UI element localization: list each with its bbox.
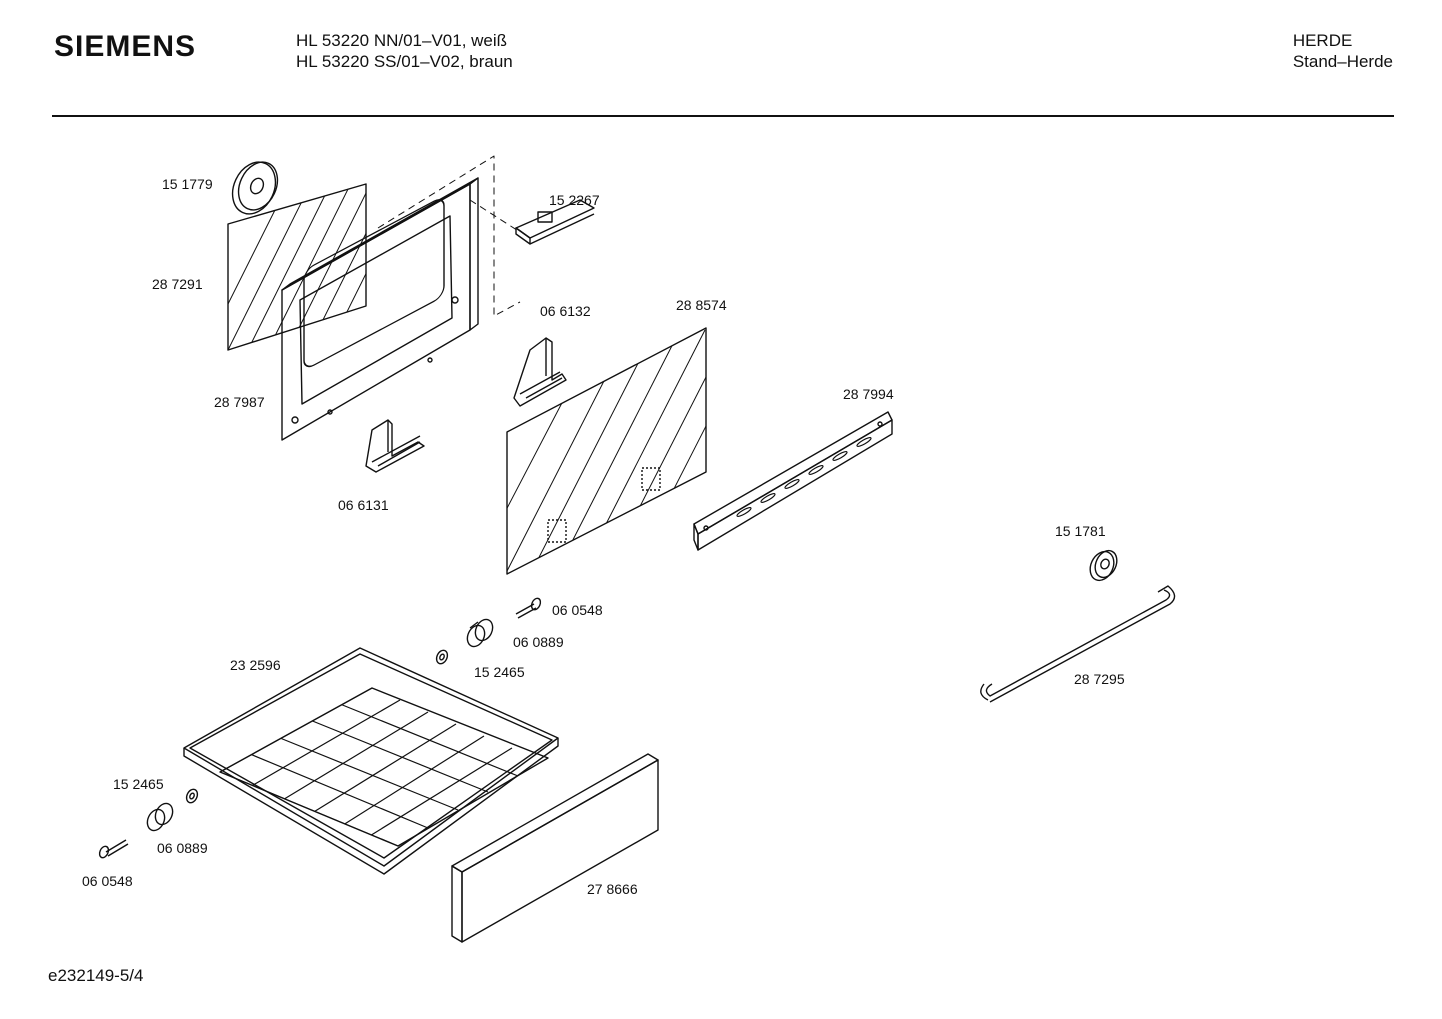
label-287295: 28 7295 — [1074, 671, 1125, 687]
part-151779-cap — [231, 161, 279, 215]
label-060548-upper: 06 0548 — [552, 602, 603, 618]
part-060889-spacer-lower — [146, 802, 174, 832]
label-287994: 28 7994 — [843, 386, 894, 402]
label-060889-lower: 06 0889 — [157, 840, 208, 856]
label-278666: 27 8666 — [587, 881, 638, 897]
part-151781-cap — [1089, 549, 1118, 582]
part-287295-handle — [980, 585, 1176, 703]
header-rule — [52, 115, 1394, 117]
part-278666-drawer-front — [451, 753, 659, 943]
category-main: HERDE — [1292, 31, 1353, 50]
category-sub: Stand–Herde — [1292, 52, 1393, 71]
model-list: HL 53220 NN/01–V01, weiß HL 53220 SS/01–… — [296, 30, 513, 72]
part-152267-clip — [515, 199, 595, 245]
part-232596-tray — [183, 647, 559, 875]
label-151779: 15 1779 — [162, 176, 213, 192]
label-066131: 06 6131 — [338, 497, 389, 513]
part-066132-hinge — [513, 337, 567, 407]
part-152465-washer-upper — [435, 649, 449, 665]
category: HERDE Stand–Herde — [1293, 30, 1393, 72]
model-line-2: HL 53220 SS/01–V02, braun — [296, 52, 513, 71]
label-152465-upper: 15 2465 — [474, 664, 525, 680]
label-232596: 23 2596 — [230, 657, 281, 673]
label-066132: 06 6132 — [540, 303, 591, 319]
part-060889-spacer-upper — [466, 618, 494, 648]
label-288574: 28 8574 — [676, 297, 727, 313]
part-060548-screw-upper — [515, 597, 542, 619]
assembly-dashed-lines — [377, 155, 521, 317]
label-287291: 28 7291 — [152, 276, 203, 292]
label-287987: 28 7987 — [214, 394, 265, 410]
document-id: e232149-5/4 — [48, 966, 144, 985]
label-151781: 15 1781 — [1055, 523, 1106, 539]
part-287291-glass — [227, 183, 367, 351]
part-152465-washer-lower — [185, 788, 199, 804]
label-060548-lower: 06 0548 — [82, 873, 133, 889]
label-152465-lower: 15 2465 — [113, 776, 164, 792]
label-152267: 15 2267 — [549, 192, 600, 208]
part-287994-rail — [693, 411, 893, 551]
part-066131-hinge — [365, 419, 425, 473]
label-060889-upper: 06 0889 — [513, 634, 564, 650]
model-line-1: HL 53220 NN/01–V01, weiß — [296, 31, 508, 50]
brand-logo: SIEMENS — [54, 30, 197, 63]
part-287987-door-frame — [281, 177, 479, 441]
part-060548-screw-lower — [98, 839, 129, 859]
